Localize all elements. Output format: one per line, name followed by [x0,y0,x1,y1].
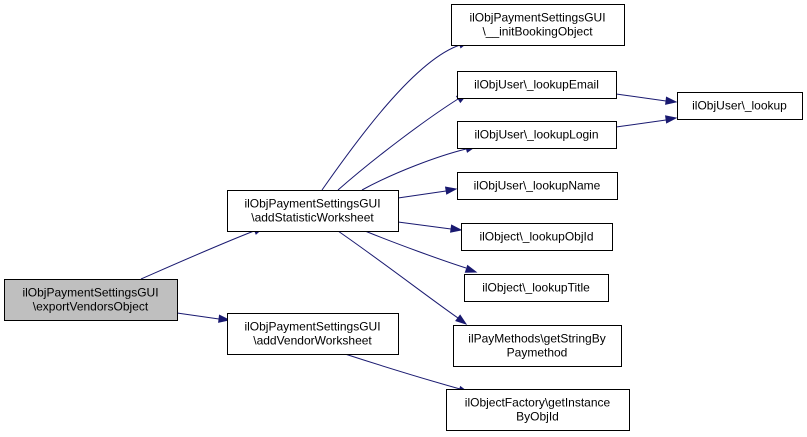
node-initBooking[interactable]: ilObjPaymentSettingsGUI\__initBookingObj… [451,4,625,46]
node-label-line: \addVendorWorksheet [253,334,372,348]
edge-export-to-addVendor [176,312,231,323]
node-lookup[interactable]: ilObjUser\_lookup [677,92,803,120]
edge-export-to-addStat [140,226,266,280]
edge-line [615,93,667,102]
edge-addStat-to-initBooking [321,40,471,191]
node-label-line: ByObjId [516,410,559,424]
node-box [451,4,625,46]
node-box [453,325,622,367]
edge-addStat-to-lookupObjId [397,221,463,233]
edge-line [176,312,220,320]
node-box [4,279,178,321]
node-box [227,190,399,232]
edge-line [337,230,459,319]
node-addStat[interactable]: ilObjPaymentSettingsGUI\addStatisticWork… [227,190,399,232]
arrowhead-icon [450,224,463,233]
arrowhead-icon [665,115,678,124]
node-label-line: ilObjUser\_lookupLogin [474,128,598,142]
edge-line [337,98,459,191]
node-label-line: \__initBookingObject [482,25,593,39]
node-label-line: \exportVendorsObject [33,300,149,314]
nodes-layer: ilObjPaymentSettingsGUI\exportVendorsObj… [4,4,803,431]
edge-line [140,230,255,280]
node-label-line: ilObjPaymentSettingsGUI [244,197,380,211]
node-label-line: ilObjUser\_lookup [692,99,787,113]
edge-line [344,353,461,390]
node-label-line: ilObjectFactory\getInstance [465,396,611,410]
node-lookupEmail[interactable]: ilObjUser\_lookupEmail [457,71,617,99]
node-box [461,223,613,251]
edge-line [397,221,452,230]
edge-lookupEmail-to-lookup [615,93,678,105]
node-addVendor[interactable]: ilObjPaymentSettingsGUI\addVendorWorkshe… [227,313,399,355]
node-box [677,92,803,120]
arrowhead-icon [464,264,478,273]
node-label-line: ilObjPaymentSettingsGUI [22,286,158,300]
node-box [227,313,399,355]
node-box [457,121,617,149]
edge-line [364,230,467,269]
edge-line [361,148,467,191]
node-box [446,389,630,431]
node-label-line: Paymethod [507,346,568,360]
arrowhead-icon [665,96,678,105]
arrowhead-icon [218,314,231,323]
edge-line [321,44,461,191]
node-label-line: ilObjUser\_lookupEmail [474,78,599,92]
node-label-line: ilObjUser\_lookupName [474,179,601,193]
edge-addStat-to-getString [337,230,468,325]
node-lookupLogin[interactable]: ilObjUser\_lookupLogin [457,121,617,149]
arrowhead-icon [455,314,468,325]
node-label-line: ilObject\_lookupTitle [482,281,590,295]
edge-addStat-to-lookupName [397,186,458,199]
node-label-line: \addStatisticWorksheet [251,211,374,225]
node-lookupTitle[interactable]: ilObject\_lookupTitle [464,274,609,302]
arrowhead-icon [444,186,458,195]
node-label-line: ilObjPaymentSettingsGUI [244,320,380,334]
edge-line [615,119,667,128]
node-box [457,172,618,200]
edge-lookupLogin-to-lookup [615,115,678,128]
node-box [457,71,617,99]
node-lookupName[interactable]: ilObjUser\_lookupName [457,172,618,200]
node-label-line: ilPayMethods\getStringBy [468,332,605,346]
node-box [464,274,609,302]
node-label-line: ilObject\_lookupObjId [479,230,593,244]
node-label-line: ilObjPaymentSettingsGUI [469,11,605,25]
edge-line [397,190,447,199]
node-lookupObjId[interactable]: ilObject\_lookupObjId [461,223,613,251]
edge-addStat-to-lookupTitle [364,230,478,273]
node-export: ilObjPaymentSettingsGUI\exportVendorsObj… [4,279,178,321]
